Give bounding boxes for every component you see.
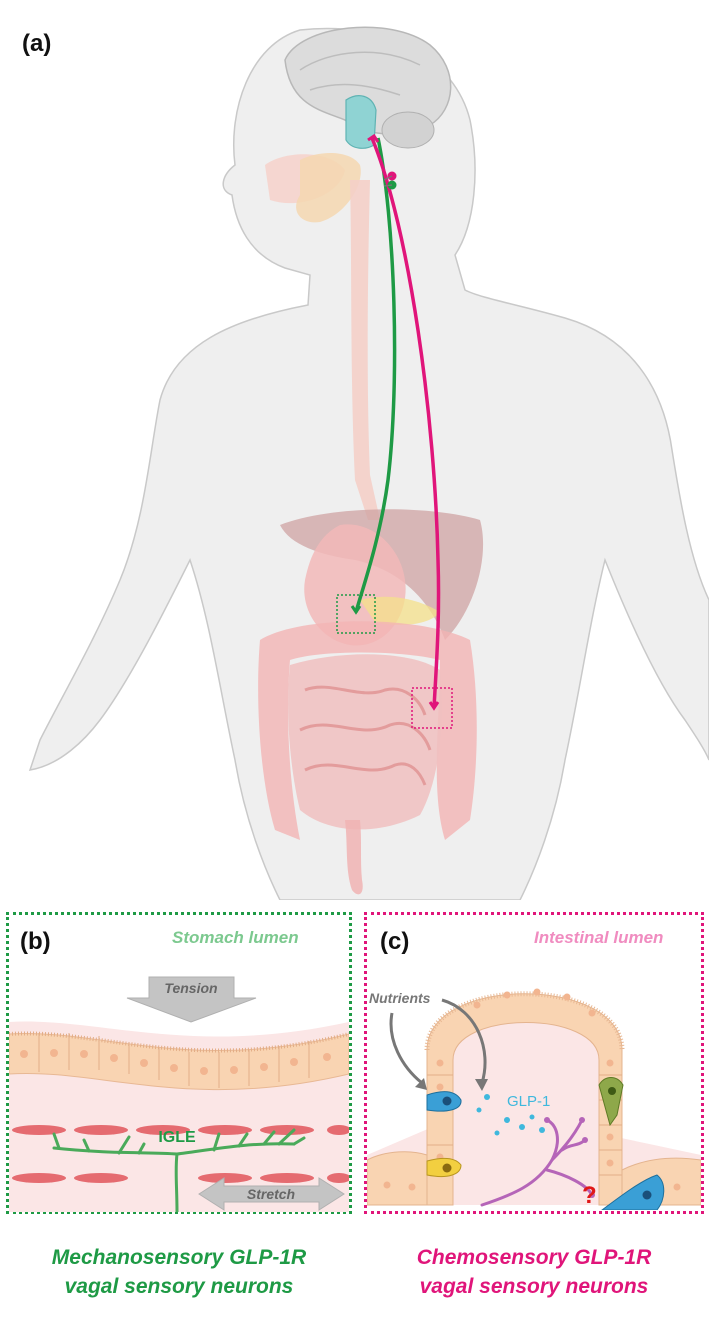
question-mark: ? — [582, 1182, 597, 1209]
glp1-dots — [476, 1094, 545, 1136]
intestinal-lumen-label: Intestinal lumen — [534, 928, 664, 947]
nutrients-arrow-right — [441, 998, 487, 1084]
stomach-wall-diagram: Tension IGLE Stretch — [9, 976, 349, 1212]
anatomy-illustration — [28, 26, 709, 900]
stretch-arrow — [198, 1177, 345, 1211]
villus-epithelium — [426, 993, 623, 1206]
chemosensory-caption-line2: vagal sensory neurons — [419, 1275, 649, 1298]
mechanosensory-vagal-fiber — [354, 137, 397, 613]
esophagus — [350, 180, 380, 520]
intestine-zoom-box — [411, 687, 453, 729]
tension-label: Tension — [164, 980, 217, 996]
panel-c-frame — [364, 912, 704, 1214]
stomach-lumen-label: Stomach lumen — [172, 928, 299, 947]
small-intestine — [288, 654, 442, 830]
mechanosensory-caption-line2: vagal sensory neurons — [64, 1275, 294, 1298]
mechanosensory-caption-line1: Mechanosensory GLP-1R — [51, 1246, 307, 1269]
chemosensory-vagal-fiber — [370, 137, 441, 709]
panel-b-frame — [6, 912, 352, 1214]
brain — [284, 26, 452, 135]
panel-b-label: (b) — [20, 928, 51, 955]
panel-c-label: (c) — [380, 928, 410, 955]
rectum — [345, 820, 363, 895]
mechanosensory-caption: Mechanosensory GLP-1R vagal sensory neur… — [6, 1243, 352, 1301]
cerebellum — [381, 111, 435, 149]
nutrients-arrow-left — [389, 1012, 423, 1085]
l-cell-basal — [601, 1174, 665, 1210]
igle-ending — [52, 1128, 306, 1212]
villus-diagram: GLP-1 ? Nutrients — [367, 988, 701, 1210]
chemosensory-caption: Chemosensory GLP-1R vagal sensory neuron… — [364, 1243, 704, 1301]
tension-arrow — [126, 976, 257, 1023]
panel-a-label: (a) — [22, 30, 52, 57]
salivary-glands — [296, 153, 361, 223]
large-intestine — [258, 621, 477, 840]
stretch-label: Stretch — [247, 1186, 295, 1202]
igle-label: IGLE — [158, 1129, 196, 1146]
eec-olive — [598, 1077, 624, 1127]
nutrients-label: Nutrients — [369, 990, 431, 1006]
chemosensory-caption-line1: Chemosensory GLP-1R — [416, 1246, 652, 1269]
glp1-label: GLP-1 — [507, 1093, 550, 1110]
stomach-zoom-box — [336, 594, 376, 634]
